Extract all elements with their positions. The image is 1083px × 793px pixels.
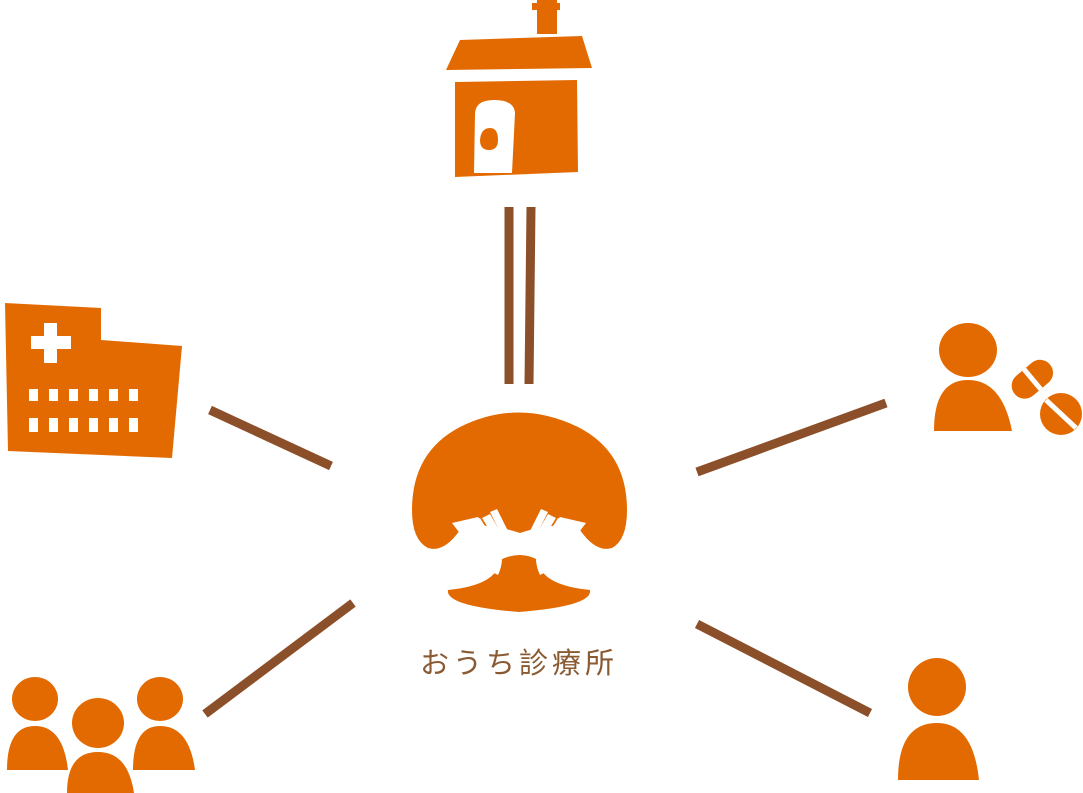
connectors — [202, 206, 888, 718]
connector-hospital — [208, 405, 333, 471]
connector-patient — [694, 619, 873, 718]
hospital-icon — [5, 303, 182, 458]
tree-with-hands-icon — [412, 412, 627, 612]
family-group-icon — [7, 677, 195, 793]
connector-family — [202, 599, 356, 718]
person-icon — [898, 658, 979, 780]
center-label: おうち診療所 — [419, 646, 618, 680]
house-icon — [446, 0, 592, 177]
connector-home-2 — [524, 206, 536, 385]
person-with-pills-icon — [934, 323, 1082, 435]
connector-pharmacy — [695, 398, 888, 477]
